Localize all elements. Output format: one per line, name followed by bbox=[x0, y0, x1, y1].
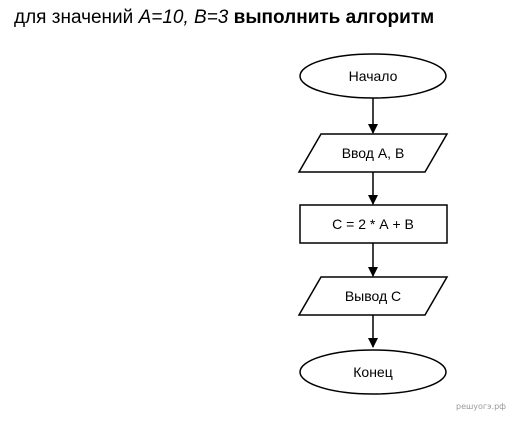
process-block bbox=[299, 204, 448, 244]
start-label: Начало bbox=[349, 68, 398, 84]
output-block bbox=[297, 276, 449, 316]
output-label: Вывод С bbox=[345, 288, 401, 304]
process-label: С = 2 * А + В bbox=[332, 216, 414, 232]
task-values: A=10, B=3 bbox=[138, 7, 229, 28]
input-block bbox=[297, 133, 449, 173]
end-terminator bbox=[299, 349, 447, 395]
input-label: Ввод А, В bbox=[342, 145, 405, 161]
task-prefix: для значений bbox=[14, 7, 139, 28]
watermark: решуогэ.рф bbox=[455, 402, 506, 411]
task-action: выполнить алгоритм bbox=[233, 7, 435, 28]
end-label: Конец bbox=[353, 364, 392, 380]
task-title: для значений A=10, B=3 выполнить алгорит… bbox=[14, 6, 434, 30]
